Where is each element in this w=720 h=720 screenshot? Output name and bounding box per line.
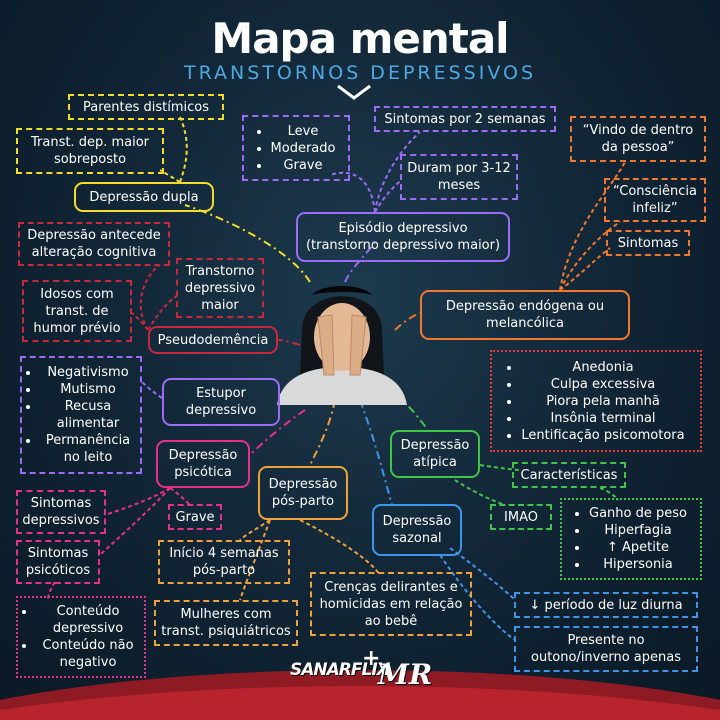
node-sintomas-depressivos: Sintomas depressivos bbox=[16, 490, 106, 534]
node-caracteristicas: Características bbox=[512, 462, 626, 488]
node-crencas-delirantes: Crenças delirantes e homicidas em relaçã… bbox=[310, 572, 472, 636]
connector-gold bbox=[309, 399, 336, 466]
connector-maroon-4 bbox=[147, 294, 179, 331]
node-duram-3-12-meses: Duram por 3-12 meses bbox=[400, 154, 518, 200]
node-estupor-sintomas-list: Negativismo Mutismo Recusa alimentar Per… bbox=[20, 356, 142, 474]
node-vindo-de-dentro: “Vindo de dentro da pessoa” bbox=[570, 116, 706, 162]
node-grave: Grave bbox=[168, 504, 222, 530]
node-depressao-atipica: Depressão atípica bbox=[390, 430, 480, 478]
connector-maroon-3 bbox=[129, 311, 149, 331]
connector-purple bbox=[344, 242, 376, 283]
node-sintomas-2-semanas: Sintomas por 2 semanas bbox=[374, 106, 556, 132]
node-mulheres-transt-psiquiatricos: Mulheres com transt. psiquiátricos bbox=[154, 600, 298, 646]
node-transt-dep-maior-sobreposto: Transt. dep. maior sobreposto bbox=[16, 128, 164, 174]
connector-green-3 bbox=[454, 479, 506, 506]
node-periodo-luz-diurna: ↓ período de luz diurna bbox=[514, 592, 698, 618]
node-parentes-distimicos: Parentes distímicos bbox=[68, 94, 224, 120]
connector-pink-4 bbox=[99, 487, 171, 556]
gravidade-list: Leve Moderado Grave bbox=[257, 123, 336, 174]
connector-pink bbox=[249, 409, 306, 456]
page-subtitle: TRANSTORNOS DEPRESSIVOS bbox=[183, 62, 537, 84]
node-pseudodemencia: Pseudodemência bbox=[148, 326, 278, 354]
footer-swoosh bbox=[0, 670, 720, 720]
node-depressao-endogena: Depressão endógena ou melancólica bbox=[420, 290, 630, 340]
sanarflix-logo: SANARFLIX bbox=[290, 660, 390, 680]
connector-pink-3 bbox=[169, 487, 191, 506]
connector-gold-2 bbox=[239, 519, 271, 541]
connector-gold-4 bbox=[299, 519, 381, 576]
node-sintomas: Sintomas bbox=[606, 230, 690, 256]
node-depressao-psicotica: Depressão psicótica bbox=[156, 440, 250, 488]
node-transtorno-depressivo-maior: Transtorno depressivo maior bbox=[176, 258, 264, 318]
connector-blue bbox=[359, 399, 393, 506]
connector-purple-2 bbox=[329, 171, 376, 213]
node-gravidade: Leve Moderado Grave bbox=[242, 115, 350, 181]
connector-pink-2 bbox=[104, 487, 171, 516]
plus-icon: + bbox=[362, 646, 381, 671]
page-title: Mapa mental bbox=[211, 14, 509, 63]
node-depressao-sazonal: Depressão sazonal bbox=[372, 504, 462, 556]
chevron-down-icon bbox=[337, 84, 371, 100]
woman-covering-face-figure bbox=[277, 286, 407, 405]
node-depressao-dupla: Depressão dupla bbox=[74, 182, 214, 212]
connector-orange-3 bbox=[559, 221, 621, 291]
node-estupor-depressivo: Estupor depressivo bbox=[162, 378, 280, 426]
connector-blue-3 bbox=[439, 554, 516, 641]
footer-logos: SANARFLIX + MR bbox=[0, 640, 720, 720]
connector-stupor-2 bbox=[139, 379, 163, 399]
connector-yellow-2 bbox=[159, 169, 181, 183]
connector-blue-2 bbox=[449, 547, 516, 601]
node-depressao-pos-parto: Depressão pós-parto bbox=[258, 466, 348, 520]
connector-green-2 bbox=[479, 464, 521, 471]
node-episodio-depressivo: Episódio depressivo (transtorno depressi… bbox=[296, 212, 510, 262]
node-idosos-humor-previo: Idosos com transt. de humor prévio bbox=[22, 280, 132, 342]
connector-yellow-3 bbox=[179, 116, 188, 183]
node-atipica-sintomas-list: Ganho de peso Hiperfagia ↑ Apetite Hiper… bbox=[560, 498, 702, 580]
node-depressao-antecede: Depressão antecede alteração cognitiva bbox=[18, 222, 170, 266]
node-endogena-sintomas-list: Anedonia Culpa excessiva Piora pela manh… bbox=[490, 350, 702, 452]
node-inicio-4-semanas: Início 4 semanas pós-parto bbox=[158, 540, 290, 584]
connector-gold-3 bbox=[239, 519, 271, 601]
connector-purple-3 bbox=[374, 131, 421, 213]
node-presente-outono-inverno: Presente no outono/inverno apenas bbox=[514, 626, 698, 672]
node-consciencia-infeliz: “Consciência infeliz” bbox=[604, 178, 706, 222]
node-sintomas-psicoticos: Sintomas psicóticos bbox=[16, 540, 100, 584]
node-imao: IMAO bbox=[490, 504, 552, 530]
connector-maroon bbox=[277, 339, 301, 346]
node-conteudo-list: Conteúdo depressivo Conteúdo não negativ… bbox=[16, 596, 146, 678]
mr-logo: MR bbox=[378, 658, 433, 691]
connector-green-4 bbox=[599, 487, 619, 501]
connector-maroon-2 bbox=[139, 264, 161, 331]
connector-orange-4 bbox=[559, 247, 611, 291]
